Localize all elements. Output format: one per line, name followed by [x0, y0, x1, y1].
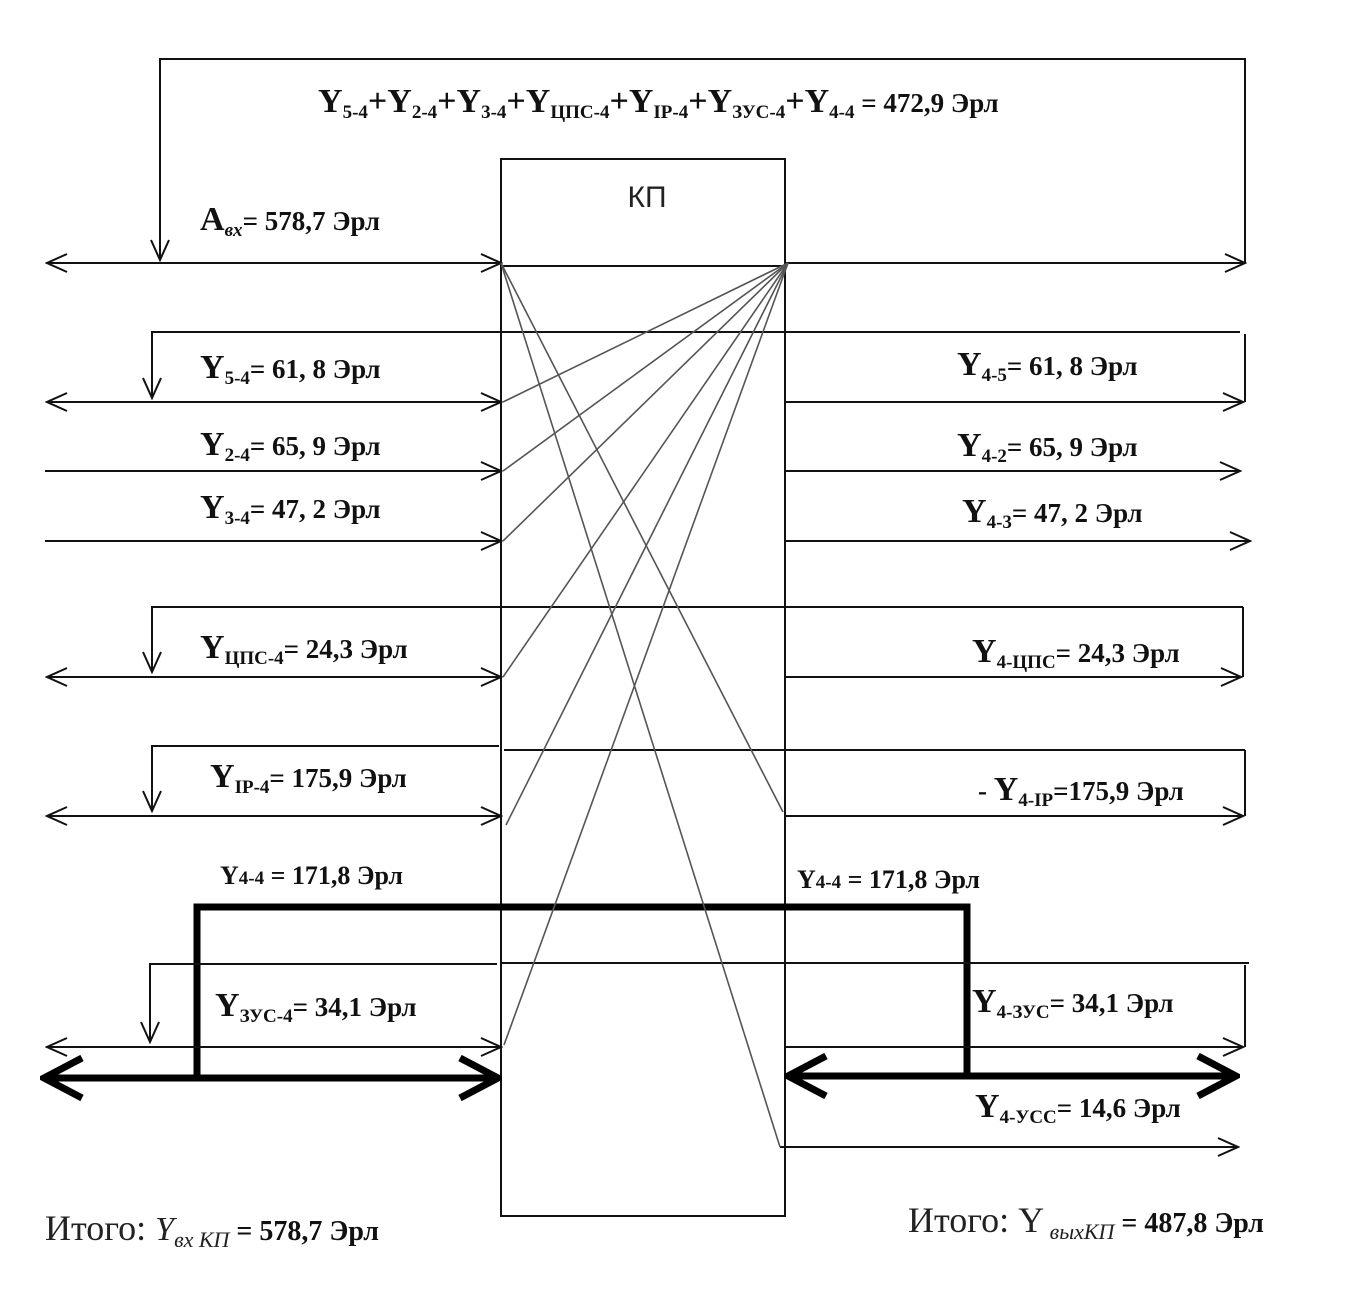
y44-in-label: Y4-4 = 171,8 Эрл — [220, 861, 403, 890]
a-in-label: Aвх= 578,7 Эрл — [200, 201, 380, 241]
top-sum-label: Y5-4+Y2-4+Y3-4+YЦПС-4+YIP-4+YЗУС-4+Y4-4 … — [318, 83, 999, 123]
y44-loop — [193, 903, 971, 1078]
yc-4-feedback-line — [152, 606, 1243, 672]
y4-ip-label: - Y4-IP=175,9 Эрл — [978, 771, 1184, 811]
total-in: Итого: Yвх КП = 578,7 Эрл — [45, 1208, 379, 1252]
yc-4-label: YЦПС-4= 24,3 Эрл — [200, 629, 408, 669]
total-out: Итого: Y выхКП = 487,8 Эрл — [908, 1200, 1264, 1244]
kp-distribution-lines — [500, 262, 789, 1148]
y44-out-label: Y4-4 = 171,8 Эрл — [797, 865, 980, 894]
kp-block-title: КП — [627, 181, 666, 214]
yip-4-feedback-line — [152, 745, 499, 811]
y4-3-label: Y4-3= 47, 2 Эрл — [962, 493, 1143, 533]
y4-c-label: Y4-ЦПС= 24,3 Эрл — [972, 633, 1180, 673]
y4-usc-label: Y4-УСС= 14,6 Эрл — [975, 1088, 1181, 1128]
y3-4-label: Y3-4= 47, 2 Эрл — [200, 489, 381, 529]
y4-2-label: Y4-2= 65, 9 Эрл — [957, 427, 1138, 467]
y2-4-label: Y2-4= 65, 9 Эрл — [200, 426, 381, 466]
kp-block — [500, 158, 786, 1217]
yz-4-feedback-line — [150, 963, 497, 1042]
y4-5-label: Y4-5= 61, 8 Эрл — [957, 346, 1138, 386]
yz-4-label: YЗУС-4= 34,1 Эрл — [215, 987, 417, 1027]
y5-4-feedback-line — [152, 331, 1240, 398]
y4-z-label: Y4-ЗУС= 34,1 Эрл — [972, 983, 1174, 1023]
top-sum-bracket — [160, 58, 1246, 263]
yip-4-label: YIP-4= 175,9 Эрл — [210, 758, 407, 798]
y5-4-label: Y5-4= 61, 8 Эрл — [200, 349, 381, 389]
